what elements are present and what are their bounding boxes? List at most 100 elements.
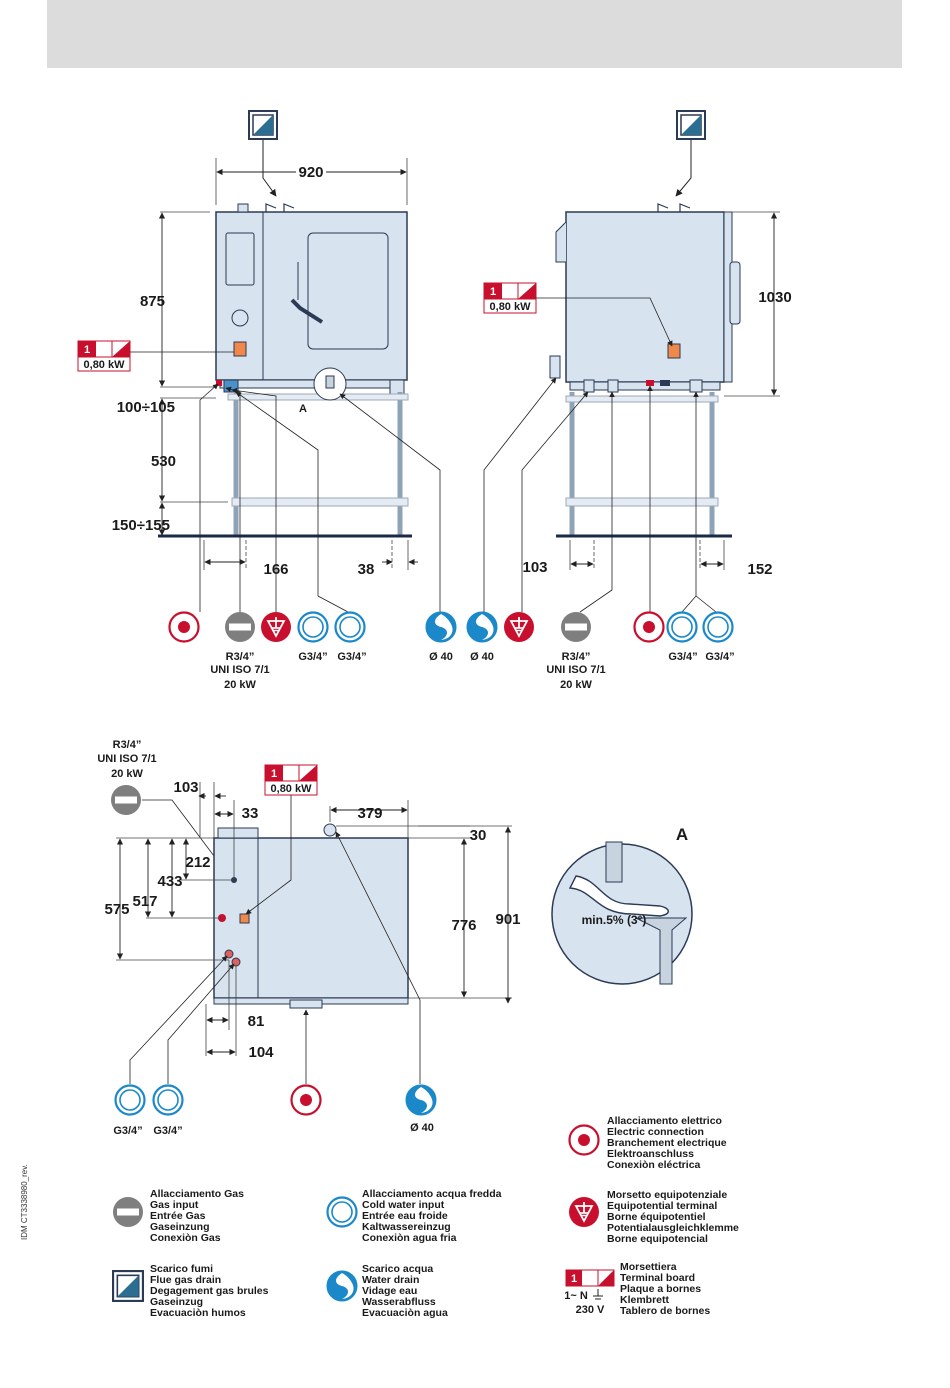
front-height-label: 875 [140,293,165,310]
side-water-connector-1 [666,611,698,643]
svg-text:1: 1 [84,344,90,356]
detail-a: A min.5% (3°) [551,825,693,985]
svg-text:Ø 40: Ø 40 [410,1122,434,1134]
svg-text:UNI ISO 7/1: UNI ISO 7/1 [210,664,269,676]
front-drain-connector-2 [466,611,498,643]
svg-text:0,80 kW: 0,80 kW [490,301,532,313]
front-electric-connector [168,611,200,643]
svg-text:G3/4”: G3/4” [668,651,697,663]
svg-text:230 V: 230 V [576,1304,605,1316]
top-dim-33: 33 [242,805,259,822]
legend-electric-text: Allacciamento elettrico Electric connect… [607,1115,727,1171]
side-electric-connector [633,611,665,643]
header-bar [47,0,902,68]
top-terminal-board: 1 0,80 kW [245,764,318,915]
legend-cold-water-icon [326,1196,358,1228]
svg-text:UNI ISO 7/1: UNI ISO 7/1 [546,664,605,676]
detail-a-ref: A [299,403,307,415]
svg-text:UNI ISO 7/1: UNI ISO 7/1 [97,753,156,765]
svg-text:Borne équipotentiel: Borne équipotentiel [607,1211,706,1223]
legend-flue-text: Scarico fumi Flue gas drain Degagement g… [150,1263,269,1319]
svg-text:Scarico fumi: Scarico fumi [150,1263,213,1275]
svg-text:Scarico acqua: Scarico acqua [362,1263,433,1275]
legend-gas-text: Allacciamento Gas Gas input Entrée Gas G… [150,1188,244,1244]
top-dim-104: 104 [248,1044,274,1061]
top-dim-379: 379 [357,805,382,822]
svg-text:20 kW: 20 kW [111,768,143,780]
front-drain-connector-1 [425,611,457,643]
svg-text:0,80 kW: 0,80 kW [84,359,126,371]
svg-text:Entrée eau froide: Entrée eau froide [362,1210,448,1222]
top-dim-30: 30 [470,827,487,844]
svg-text:A: A [676,825,688,844]
svg-text:Cold water input: Cold water input [362,1199,445,1211]
flue-icon [248,110,278,140]
svg-text:Electric connection: Electric connection [607,1126,704,1138]
svg-text:Evacuaciòn humos: Evacuaciòn humos [150,1307,246,1319]
side-terminal-board: 1 0,80 kW [483,282,673,347]
svg-text:Ø 40: Ø 40 [470,651,494,663]
legend-equipotential-icon [568,1196,600,1228]
legend-electric-icon [568,1124,600,1156]
svg-text:Plaque a bornes: Plaque a bornes [620,1283,701,1295]
top-dim-81: 81 [248,1013,265,1030]
svg-text:Equipotential terminal: Equipotential terminal [607,1200,717,1212]
svg-text:G3/4”: G3/4” [705,651,734,663]
side-height-label: 1030 [758,289,791,306]
side-water-connector-2 [702,611,734,643]
svg-text:Borne equipotencial: Borne equipotencial [607,1233,708,1245]
svg-text:Ø 40: Ø 40 [429,651,453,663]
svg-text:Entrée Gas: Entrée Gas [150,1210,206,1222]
top-view: R3/4” UNI ISO 7/1 20 kW 103 33 379 30 [97,739,520,1137]
svg-text:G3/4”: G3/4” [337,651,366,663]
svg-text:Evacuaciòn agua: Evacuaciòn agua [362,1307,448,1319]
top-dim-212: 212 [185,854,210,871]
svg-text:Gaseinzug: Gaseinzug [150,1296,203,1308]
svg-text:Conexiòn agua fria: Conexiòn agua fria [362,1232,457,1244]
side-offset-left: 103 [522,559,547,576]
legend: Allacciamento elettrico Electric connect… [112,1115,739,1319]
legend-terminal-board-icon: 1 1~ N 230 V [564,1269,615,1316]
svg-text:Allacciamento acqua fredda: Allacciamento acqua fredda [362,1188,502,1200]
svg-text:min.5% (3°): min.5% (3°) [582,913,647,927]
svg-text:R3/4”: R3/4” [113,739,142,751]
svg-text:Water drain: Water drain [362,1274,419,1286]
front-shelf-label: 150÷155 [112,517,170,534]
top-water-connector-1 [114,1084,146,1116]
top-drain-connector [405,1084,437,1116]
top-water-connector-2 [152,1084,184,1116]
front-offset-right: 38 [358,561,375,578]
svg-text:Conexiòn Gas: Conexiòn Gas [150,1232,221,1244]
svg-text:Vidage eau: Vidage eau [362,1285,417,1297]
top-dim-776: 776 [451,917,476,934]
legend-water-drain-text: Scarico acqua Water drain Vidage eau Was… [362,1263,448,1319]
svg-text:Conexiòn eléctrica: Conexiòn eléctrica [607,1159,701,1171]
svg-text:Morsettiera: Morsettiera [620,1261,677,1273]
svg-text:1: 1 [490,286,496,298]
svg-text:Terminal board: Terminal board [620,1272,695,1284]
front-stand-label: 530 [151,453,176,470]
svg-text:0,80 kW: 0,80 kW [271,783,313,795]
top-gas-connector [111,785,141,815]
svg-text:Degagement gas brules: Degagement gas brules [150,1285,269,1297]
svg-text:G3/4”: G3/4” [298,651,327,663]
svg-text:R3/4”: R3/4” [226,651,255,663]
svg-text:1: 1 [271,768,277,780]
svg-text:1: 1 [571,1273,577,1285]
svg-text:Branchement electrique: Branchement electrique [607,1137,727,1149]
svg-text:Morsetto equipotenziale: Morsetto equipotenziale [607,1189,727,1201]
top-electric-connector [290,1084,322,1116]
svg-text:Tablero de bornes: Tablero de bornes [620,1305,710,1317]
front-equipotential-connector [260,611,292,643]
front-view: 920 A 875 100÷105 530 [77,110,535,691]
svg-text:20 kW: 20 kW [224,679,256,691]
svg-text:G3/4”: G3/4” [153,1125,182,1137]
svg-text:R3/4”: R3/4” [562,651,591,663]
top-dim-575: 575 [104,901,129,918]
legend-equipotential-text: Morsetto equipotenziale Equipotential te… [607,1189,739,1245]
top-dim-517: 517 [132,893,157,910]
side-flue-icon [676,110,706,140]
side-view: 1030 1 0,80 kW 103 152 R3/4” [483,110,792,691]
svg-text:Potentialausgleichklemme: Potentialausgleichklemme [607,1222,739,1234]
